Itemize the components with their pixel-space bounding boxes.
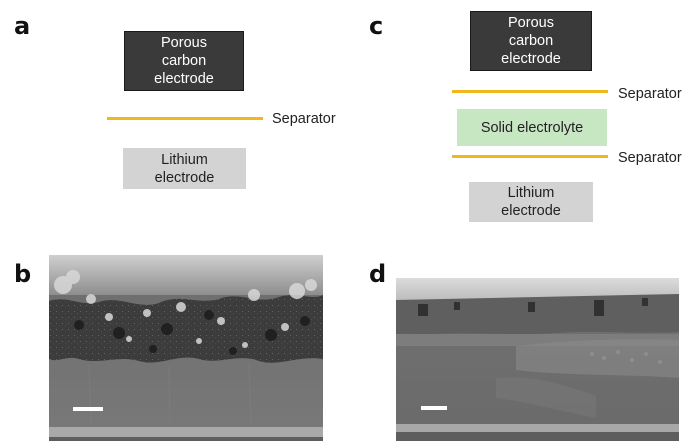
scale-bar-b (73, 407, 103, 411)
panel-label-d: d (369, 260, 387, 288)
separator-label-a: Separator (272, 111, 336, 127)
panel-label-a: a (14, 12, 31, 40)
separator-line-a (107, 117, 263, 120)
separator-label-c-bottom: Separator (618, 150, 682, 166)
separator-line-c-bottom (452, 155, 608, 158)
lithium-electrode-c: Lithium electrode (469, 182, 593, 222)
solid-electrolyte: Solid electrolyte (457, 109, 607, 146)
separator-line-c-top (452, 90, 608, 93)
lithium-electrode-a: Lithium electrode (123, 148, 246, 189)
panel-label-b: b (14, 260, 32, 288)
porous-carbon-electrode-a: Porous carbon electrode (124, 31, 244, 91)
sem-image-d (396, 278, 679, 441)
scale-bar-d (421, 406, 447, 410)
separator-label-c-top: Separator (618, 86, 682, 102)
porous-carbon-electrode-c: Porous carbon electrode (470, 11, 592, 71)
panel-label-c: c (369, 12, 384, 40)
sem-image-b (49, 255, 323, 441)
